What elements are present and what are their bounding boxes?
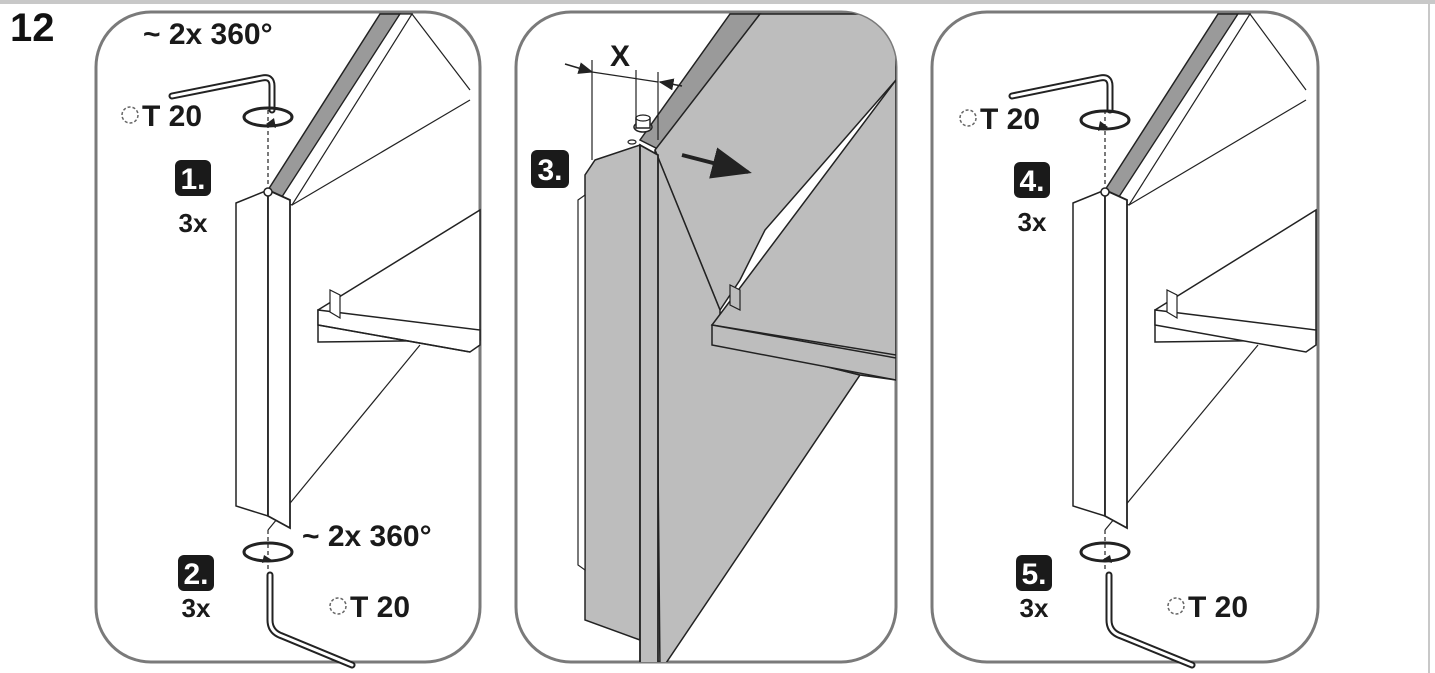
count-label-bottom: 3x — [1020, 593, 1049, 623]
rotation-arrow-top-icon — [242, 106, 294, 128]
shelf — [710, 77, 896, 356]
step-badge-5-text: 5. — [1021, 558, 1046, 591]
tool-label-top: T 20 — [980, 103, 1040, 136]
door-panel — [1072, 187, 1128, 530]
tool-label-bottom: T 20 — [350, 591, 410, 624]
shelf — [267, 208, 481, 531]
tool-label-top: T 20 — [142, 100, 202, 133]
figure-number: 12 — [10, 6, 55, 50]
count-label-top: 3x — [179, 208, 208, 238]
step-badge-4-text: 4. — [1019, 165, 1044, 198]
door-side — [584, 143, 641, 642]
torx-icon — [121, 106, 139, 124]
step-badge-3 — [531, 150, 569, 188]
step-badge-3-text: 3. — [537, 154, 562, 187]
torx-icon — [1167, 597, 1185, 615]
screw-icon — [627, 114, 653, 145]
step-badge-5 — [1016, 555, 1052, 591]
rotation-arrow-top-icon — [1079, 109, 1131, 131]
panel-3: T 20 4. 3x 5. 3x T 20 — [930, 10, 1320, 669]
tool-label-bottom: T 20 — [1188, 591, 1248, 624]
panel-2: X 3. — [514, 10, 898, 664]
step-badge-1-text: 1. — [180, 163, 205, 196]
panel-1: ~ 2x 360° T 20 1. 3x ~ 2x 360° 2. 3x T 2… — [94, 10, 482, 669]
rotation-label-bottom: ~ 2x 360° — [302, 520, 432, 553]
step-badge-1 — [175, 160, 211, 196]
direction-arrow-icon — [681, 147, 752, 179]
torx-icon — [959, 109, 977, 127]
door-face-upper — [654, 13, 896, 312]
step-badge-2-text: 2. — [183, 558, 208, 591]
rotation-arrow-bottom-icon — [242, 541, 294, 563]
dimension-x — [564, 60, 683, 160]
rotation-arrow-bottom-icon — [1079, 541, 1131, 563]
dimension-label: X — [610, 40, 630, 73]
frame-top-border — [0, 0, 1435, 4]
count-label-top: 3x — [1018, 207, 1047, 237]
count-label-bottom: 3x — [182, 593, 211, 623]
shelf — [1104, 208, 1317, 531]
rotation-label-top: ~ 2x 360° — [143, 18, 273, 51]
frame-right-border — [1428, 0, 1430, 673]
torx-icon — [329, 597, 347, 615]
step-badge-2 — [178, 555, 214, 591]
step-badge-4 — [1014, 162, 1050, 198]
door-panel — [235, 187, 291, 530]
